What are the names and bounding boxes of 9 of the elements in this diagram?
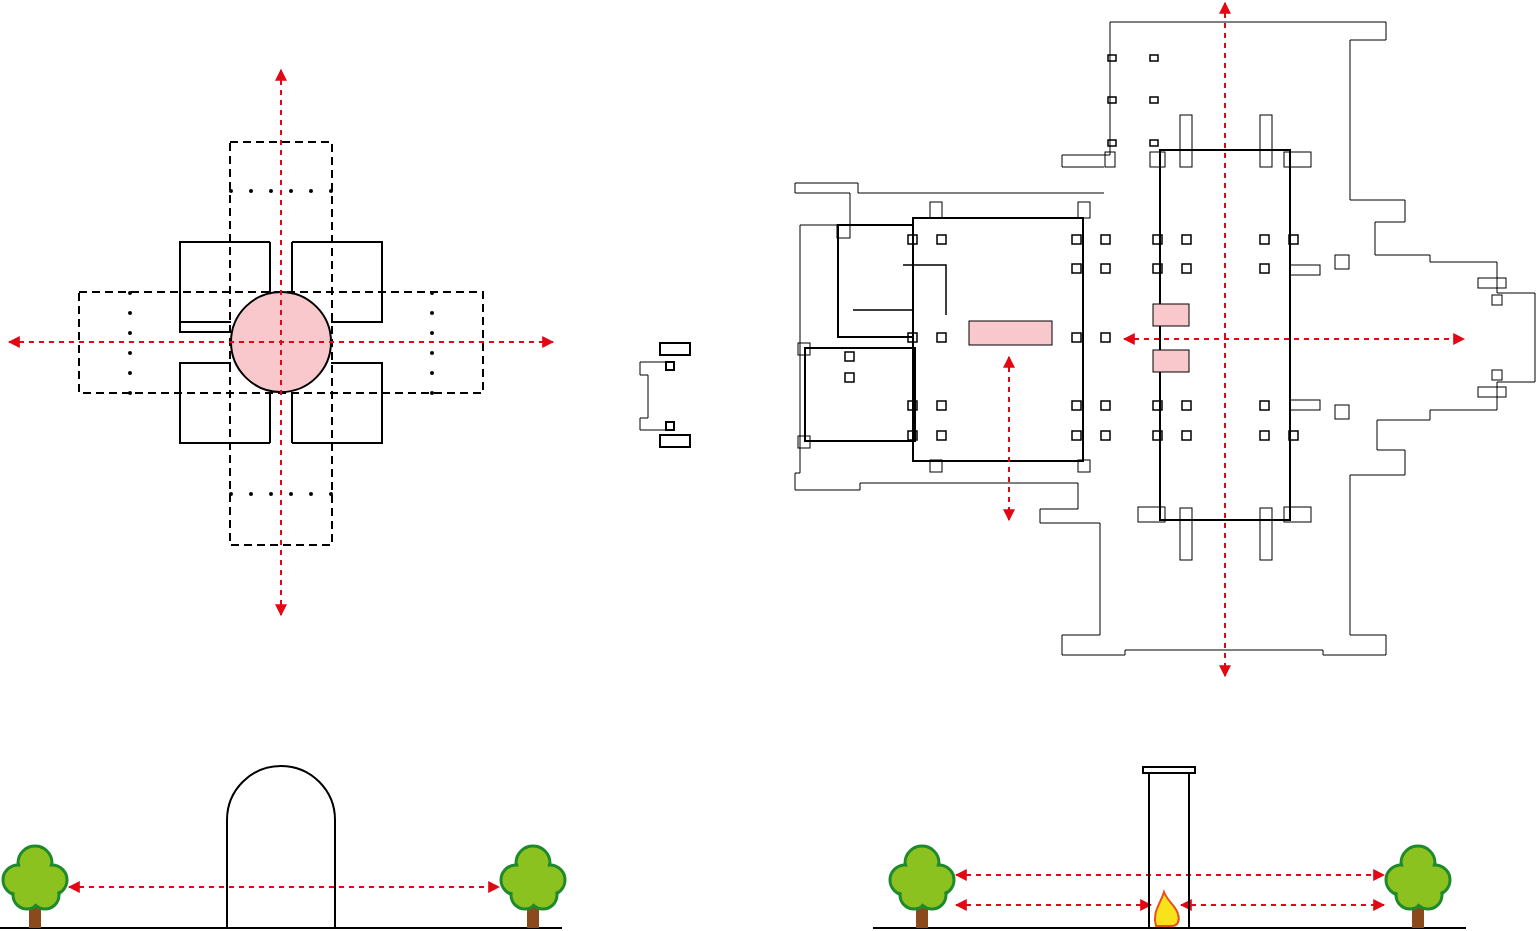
arrow — [954, 869, 1386, 881]
arrow — [1179, 899, 1386, 911]
fire-icon — [1153, 891, 1180, 927]
tree-icon — [499, 844, 567, 928]
tree-icon — [1, 844, 69, 928]
tree-icon — [1384, 844, 1452, 928]
tree-icon — [888, 844, 956, 928]
arrow — [67, 881, 501, 893]
arrow — [954, 899, 1153, 911]
